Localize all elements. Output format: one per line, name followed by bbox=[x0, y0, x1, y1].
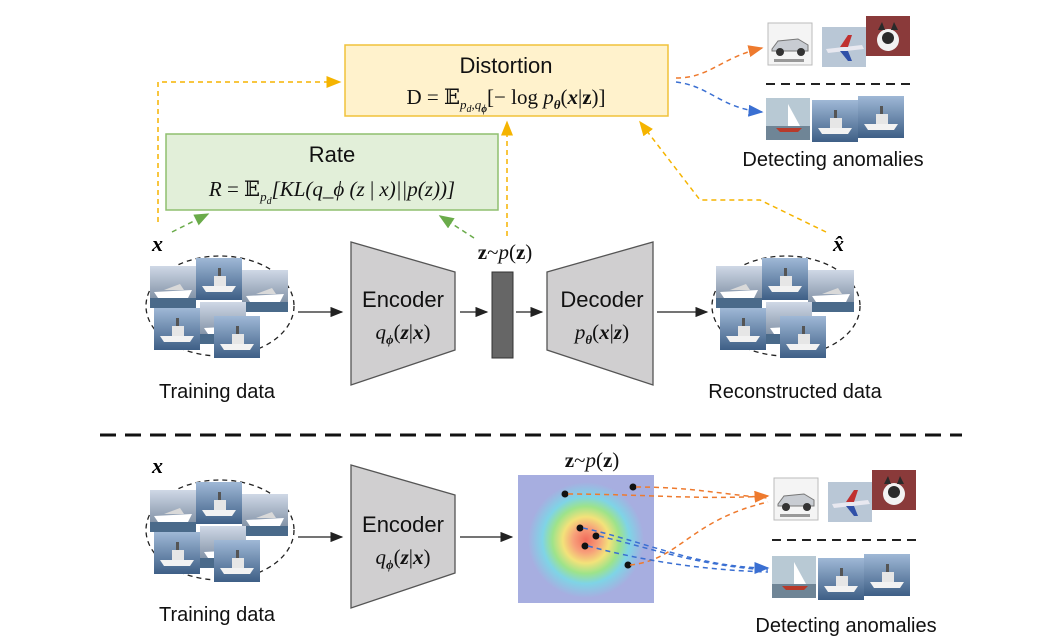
training-data-images bbox=[146, 256, 294, 358]
training-caption: Training data bbox=[159, 381, 276, 403]
encoder-distribution: qϕ(z|x) bbox=[376, 320, 431, 347]
distortion-title: Distortion bbox=[460, 53, 553, 78]
encoder-label: Encoder bbox=[362, 287, 444, 312]
anomaly-arrows-top bbox=[675, 45, 764, 117]
decoder-distribution: pθ(x|z) bbox=[573, 320, 629, 347]
latent-point bbox=[624, 561, 632, 569]
encoder-label-bottom: Encoder bbox=[362, 512, 444, 537]
input-symbol: x bbox=[151, 231, 163, 256]
anomaly-caption: Detecting anomalies bbox=[742, 149, 923, 171]
latent-point bbox=[592, 532, 600, 540]
latent-label-bottom: z~p(z) bbox=[565, 448, 620, 472]
anomaly-panel-bottom: Detecting anomalies bbox=[755, 470, 937, 637]
latent-point bbox=[576, 524, 584, 532]
latent-bar bbox=[491, 271, 514, 359]
training-caption-bottom: Training data bbox=[159, 604, 276, 626]
encoder-block-bottom: Encoder qϕ(z|x) bbox=[350, 464, 456, 609]
latent-label: z~p(z) bbox=[478, 240, 533, 264]
distortion-box: Distortion D = 𝔼pd,qϕ[− log pθ(x|z)] bbox=[344, 44, 669, 117]
rate-box: Rate R = 𝔼pd[KL(q_ϕ (z | x)||p(z))] bbox=[165, 133, 499, 211]
reconstructed-data-images bbox=[712, 256, 860, 358]
rate-title: Rate bbox=[309, 142, 355, 167]
distortion-formula: D = 𝔼pd,qϕ[− log pθ(x|z)] bbox=[406, 85, 605, 115]
distortion-arrows bbox=[157, 76, 827, 236]
anomaly-arrows-bottom bbox=[567, 486, 770, 574]
anomaly-panel-top: Detecting anomalies bbox=[742, 16, 924, 171]
recon-caption: Reconstructed data bbox=[708, 381, 882, 403]
encoder-distribution-bottom: qϕ(z|x) bbox=[376, 545, 431, 572]
input-symbol-bottom: x bbox=[151, 453, 163, 478]
decoder-block: Decoder pθ(x|z) bbox=[546, 241, 654, 386]
decoder-label: Decoder bbox=[560, 287, 643, 312]
rate-arrows bbox=[171, 213, 475, 239]
encoder-block: Encoder qϕ(z|x) bbox=[350, 241, 456, 386]
latent-point bbox=[629, 483, 637, 491]
training-data-images-bottom bbox=[146, 480, 294, 582]
recon-symbol: x̂ bbox=[832, 231, 844, 256]
latent-density-map bbox=[518, 475, 654, 603]
rate-formula: R = 𝔼pd[KL(q_ϕ (z | x)||p(z))] bbox=[208, 177, 455, 207]
latent-point bbox=[561, 490, 569, 498]
anomaly-caption-bottom: Detecting anomalies bbox=[755, 615, 936, 637]
latent-point bbox=[581, 542, 589, 550]
